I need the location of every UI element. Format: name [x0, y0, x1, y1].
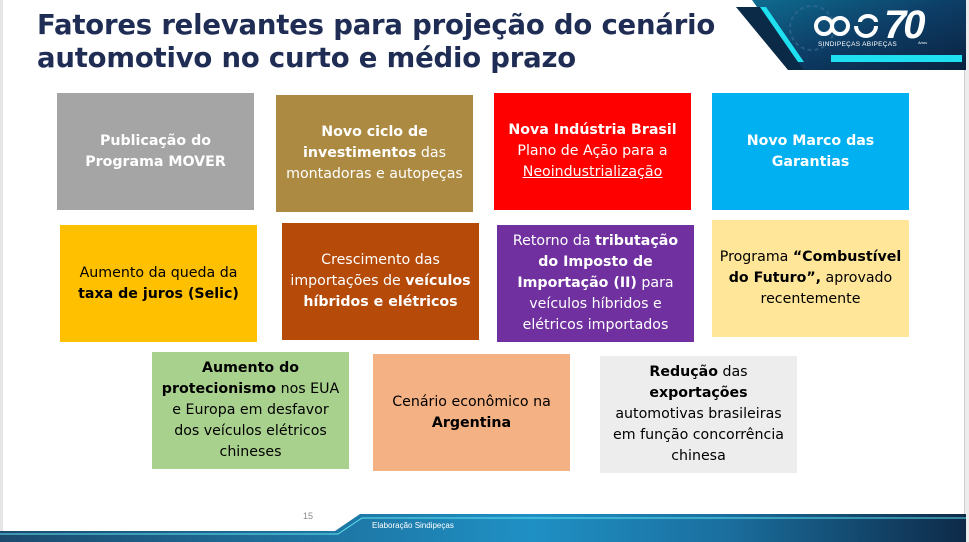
factor-text: Aumento da queda da taxa de juros (Selic… — [66, 263, 251, 305]
footer-band-shape — [0, 514, 966, 542]
factor-box-argentina: Cenário econômico na Argentina — [373, 354, 570, 471]
factor-text-bold: Aumento do protecionismo — [161, 360, 299, 397]
logo-70-text: 70 — [884, 3, 925, 47]
factor-text: Programa “Combustível do Futuro”, aprova… — [718, 247, 903, 310]
factor-text-bold: Argentina — [431, 414, 512, 431]
factor-box-protecionismo: Aumento do protecionismo nos EUA e Europ… — [152, 352, 349, 469]
factor-text-bold: Nova Indústria Brasil — [508, 122, 677, 138]
factor-text-regular: Aumento da queda da — [79, 264, 238, 281]
title-line-1: Fatores relevantes para projeção do cená… — [37, 9, 716, 41]
factor-box-exportacoes: Redução das exportações automotivas bras… — [600, 356, 797, 473]
factor-text-bold: Novo ciclo de investimentos — [302, 124, 428, 161]
factor-text-regular: Plano de Ação para a — [517, 143, 668, 159]
factor-box-combustivel: Programa “Combustível do Futuro”, aprova… — [712, 220, 909, 337]
factor-text-bold: “Combustível do Futuro”, — [728, 249, 902, 286]
page-number: 15 — [303, 511, 314, 521]
factor-text-regular: automotivas brasileiras em função concor… — [613, 406, 784, 464]
logo-brands-text: SINDIPEÇAS ABIPEÇAS — [818, 41, 898, 48]
factor-text-bold: veículos híbridos e elétricos — [303, 273, 471, 310]
factor-text-regular: Cenário econômico na — [392, 393, 551, 410]
factor-text-regular: das montadoras e autopeças — [286, 145, 463, 182]
factor-box-juros: Aumento da queda da taxa de juros (Selic… — [60, 225, 257, 342]
factor-text-regular: das — [717, 364, 748, 380]
factor-box-mover: Publicação do Programa MOVER — [57, 93, 254, 210]
factor-text-bold: Redução — [649, 364, 718, 380]
factor-text-bold: exportações — [649, 385, 748, 401]
factor-text: Novo ciclo de investimentos das montador… — [282, 122, 467, 185]
sindipecas-70-logo-banner: SINDIPEÇAS ABIPEÇAS 70 Anos — [700, 0, 966, 70]
logo-anos-text: Anos — [918, 40, 928, 45]
page-title: Fatores relevantes para projeção do cená… — [37, 9, 717, 75]
slide-right-edge — [964, 0, 969, 542]
factor-text-regular: Neoindustrialização — [522, 164, 663, 180]
factor-text-regular: nos EUA e Europa em desfavor dos veículo… — [172, 381, 340, 460]
factor-box-importacoes: Crescimento das importações de veículos … — [282, 223, 479, 340]
factor-text-regular: aprovado recentemente — [760, 270, 893, 307]
factor-text: Retorno da tributação do Imposto de Impo… — [503, 231, 688, 336]
factor-text-regular: para veículos híbridos e elétricos impor… — [522, 275, 674, 333]
factor-text-regular: Crescimento das importações de — [290, 252, 440, 289]
factor-box-marco-garantias: Novo Marco das Garantias — [712, 93, 909, 210]
factor-text: Cenário econômico na Argentina — [379, 392, 564, 434]
factor-text: Aumento do protecionismo nos EUA e Europ… — [158, 358, 343, 463]
banner-shape-icon — [736, 0, 966, 70]
factor-text: Novo Marco das Garantias — [718, 131, 903, 173]
factor-box-tributacao: Retorno da tributação do Imposto de Impo… — [497, 225, 694, 342]
factor-text-bold: taxa de juros (Selic) — [78, 285, 239, 302]
factor-text: Crescimento das importações de veículos … — [288, 250, 473, 313]
factor-box-investimentos: Novo ciclo de investimentos das montador… — [276, 95, 473, 212]
factor-text-bold: Publicação do Programa MOVER — [85, 132, 226, 170]
factor-text-regular: Programa — [719, 249, 793, 265]
factor-text-bold: tributação do Imposto de Importação (II) — [517, 233, 679, 291]
factor-text-bold: Novo Marco das Garantias — [746, 132, 875, 170]
factor-text-regular: Retorno da — [512, 233, 596, 249]
factor-text: Publicação do Programa MOVER — [63, 131, 248, 173]
slide-left-edge — [0, 0, 3, 542]
factor-text: Redução das exportações automotivas bras… — [606, 362, 791, 467]
footer-source: Elaboração Sindipeças — [372, 521, 454, 530]
title-line-2: automotivo no curto e médio prazo — [37, 42, 576, 74]
